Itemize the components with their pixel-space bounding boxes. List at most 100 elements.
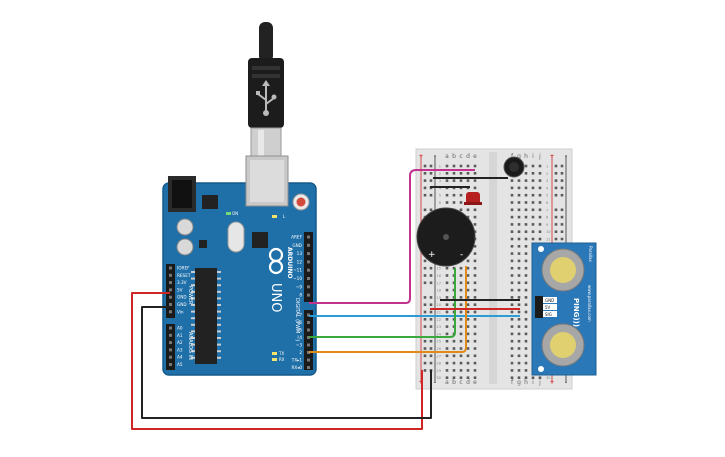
rail-hole[interactable] — [423, 354, 427, 358]
breadboard-hole[interactable] — [473, 347, 477, 350]
breadboard-hole[interactable] — [452, 376, 456, 379]
breadboard-hole[interactable] — [445, 369, 449, 372]
header-hole[interactable] — [169, 266, 172, 270]
breadboard-hole[interactable] — [473, 259, 477, 263]
breadboard-hole[interactable] — [531, 172, 535, 175]
header-hole[interactable] — [307, 268, 310, 272]
breadboard-hole[interactable] — [459, 274, 463, 277]
breadboard-hole[interactable] — [524, 318, 528, 321]
breadboard-hole[interactable] — [466, 354, 470, 358]
breadboard-hole[interactable] — [531, 201, 535, 204]
breadboard-hole[interactable] — [510, 369, 514, 372]
breadboard-hole[interactable] — [524, 376, 528, 379]
breadboard-hole[interactable] — [517, 281, 521, 285]
breadboard-hole[interactable] — [473, 164, 477, 168]
breadboard-hole[interactable] — [445, 201, 449, 204]
breadboard-hole[interactable] — [517, 303, 521, 306]
breadboard-hole[interactable] — [452, 193, 456, 197]
breadboard-hole[interactable] — [538, 376, 542, 379]
breadboard-hole[interactable] — [473, 288, 477, 292]
breadboard-hole[interactable] — [473, 376, 477, 379]
breadboard-hole[interactable] — [445, 318, 449, 321]
rail-hole[interactable] — [423, 296, 427, 299]
rail-hole[interactable] — [560, 223, 564, 226]
breadboard-hole[interactable] — [524, 369, 528, 372]
breadboard-hole[interactable] — [517, 215, 521, 219]
breadboard-hole[interactable] — [517, 266, 521, 270]
breadboard-hole[interactable] — [524, 237, 528, 241]
breadboard-hole[interactable] — [445, 354, 449, 358]
rail-hole[interactable] — [554, 223, 558, 226]
breadboard-hole[interactable] — [517, 296, 521, 299]
header-hole[interactable] — [307, 293, 310, 297]
breadboard-hole[interactable] — [466, 318, 470, 321]
breadboard-hole[interactable] — [473, 186, 477, 190]
rail-hole[interactable] — [423, 318, 427, 321]
breadboard-hole[interactable] — [517, 369, 521, 372]
breadboard-hole[interactable] — [517, 318, 521, 321]
breadboard-hole[interactable] — [517, 332, 521, 336]
breadboard-hole[interactable] — [473, 266, 477, 270]
breadboard-hole[interactable] — [473, 208, 477, 212]
breadboard-hole[interactable] — [466, 179, 470, 182]
header-hole[interactable] — [307, 313, 310, 317]
rail-hole[interactable] — [429, 325, 433, 328]
breadboard-hole[interactable] — [510, 288, 514, 292]
rail-hole[interactable] — [423, 274, 427, 277]
breadboard-hole[interactable] — [510, 376, 514, 379]
breadboard-hole[interactable] — [459, 369, 463, 372]
breadboard-hole[interactable] — [459, 361, 463, 365]
breadboard-hole[interactable] — [531, 208, 535, 212]
breadboard-hole[interactable] — [524, 310, 528, 314]
breadboard-hole[interactable] — [538, 230, 542, 233]
breadboard-hole[interactable] — [445, 296, 449, 299]
breadboard-hole[interactable] — [524, 354, 528, 358]
breadboard-hole[interactable] — [473, 245, 477, 248]
breadboard-hole[interactable] — [524, 339, 528, 343]
header-hole[interactable] — [169, 288, 172, 292]
breadboard-hole[interactable] — [524, 164, 528, 168]
breadboard-hole[interactable] — [524, 245, 528, 248]
breadboard-hole[interactable] — [445, 376, 449, 379]
header-hole[interactable] — [307, 243, 310, 247]
rail-hole[interactable] — [560, 230, 564, 233]
breadboard-hole[interactable] — [510, 266, 514, 270]
breadboard-hole[interactable] — [459, 193, 463, 197]
rail-hole[interactable] — [423, 325, 427, 328]
breadboard-hole[interactable] — [445, 347, 449, 350]
breadboard-hole[interactable] — [517, 274, 521, 277]
breadboard-hole[interactable] — [459, 347, 463, 350]
rail-hole[interactable] — [429, 318, 433, 321]
breadboard-hole[interactable] — [445, 274, 449, 277]
breadboard-hole[interactable] — [517, 193, 521, 197]
breadboard-hole[interactable] — [459, 179, 463, 182]
header-hole[interactable] — [169, 341, 172, 345]
breadboard-hole[interactable] — [510, 193, 514, 197]
breadboard-hole[interactable] — [524, 193, 528, 197]
breadboard-hole[interactable] — [510, 237, 514, 241]
breadboard-hole[interactable] — [445, 288, 449, 292]
breadboard-hole[interactable] — [517, 288, 521, 292]
header-hole[interactable] — [169, 295, 172, 299]
breadboard-hole[interactable] — [510, 274, 514, 277]
header-hole[interactable] — [169, 310, 172, 314]
breadboard-hole[interactable] — [524, 186, 528, 190]
breadboard-hole[interactable] — [473, 318, 477, 321]
breadboard-hole[interactable] — [459, 296, 463, 299]
breadboard-hole[interactable] — [524, 325, 528, 328]
rail-hole[interactable] — [423, 281, 427, 285]
breadboard-hole[interactable] — [466, 325, 470, 328]
breadboard-hole[interactable] — [538, 164, 542, 168]
rail-hole[interactable] — [429, 296, 433, 299]
rail-hole[interactable] — [423, 369, 427, 372]
breadboard-hole[interactable] — [466, 172, 470, 175]
header-hole[interactable] — [307, 366, 310, 369]
breadboard-hole[interactable] — [524, 347, 528, 350]
breadboard-hole[interactable] — [524, 274, 528, 277]
breadboard-hole[interactable] — [445, 303, 449, 306]
breadboard-hole[interactable] — [524, 332, 528, 336]
breadboard-hole[interactable] — [473, 223, 477, 226]
breadboard-hole[interactable] — [466, 208, 470, 212]
breadboard-hole[interactable] — [466, 361, 470, 365]
breadboard-hole[interactable] — [459, 303, 463, 306]
